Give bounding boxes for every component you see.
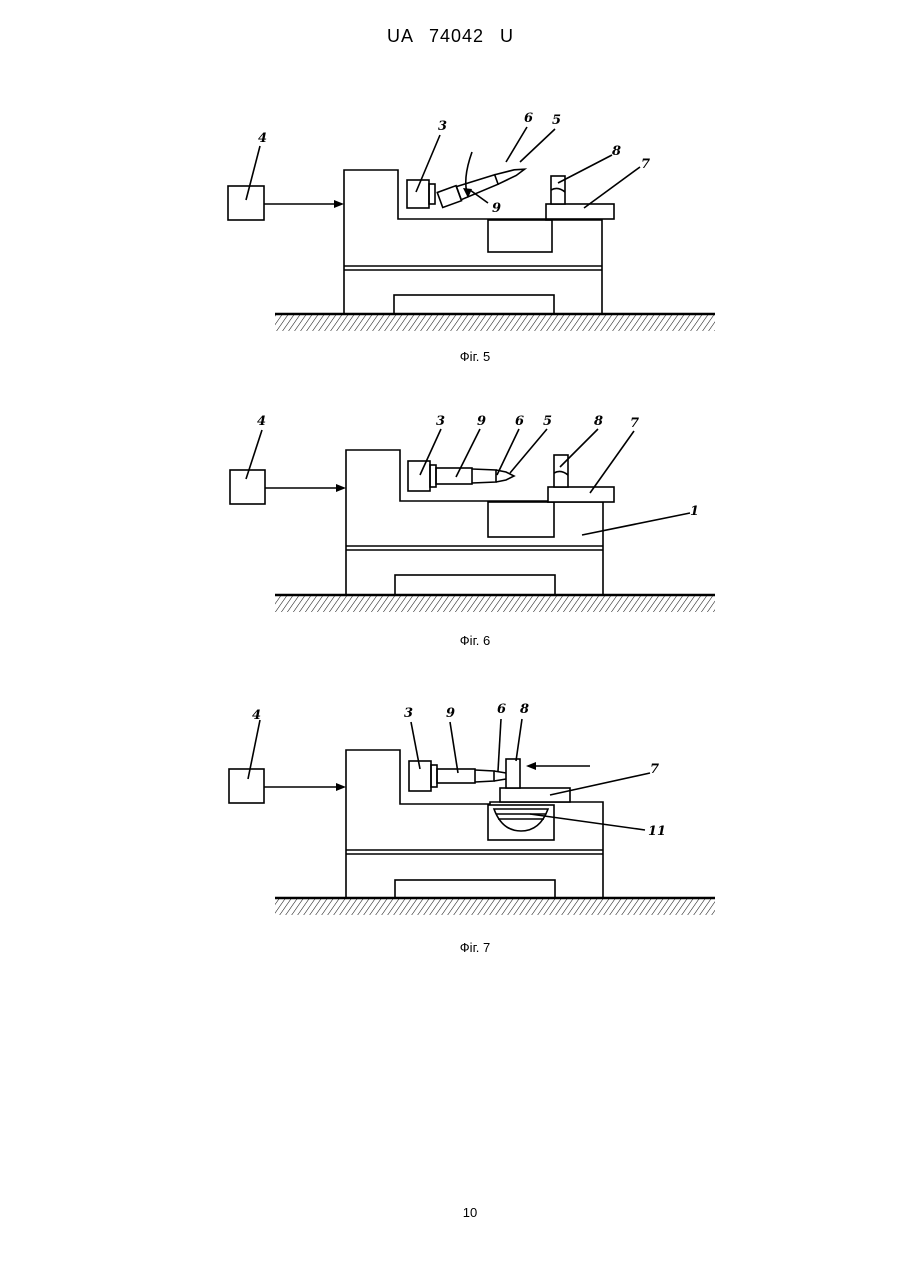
label-4: 4	[252, 708, 261, 723]
figure-5: 4 3 6 5 8 7 9	[0, 100, 901, 340]
figure-7-caption: Фіг. 7	[0, 940, 901, 955]
label-7: 7	[630, 416, 639, 431]
table-7	[548, 487, 614, 502]
control-unit-4	[228, 186, 264, 220]
label-3: 3	[438, 119, 447, 134]
bath-11	[494, 809, 548, 831]
prism-8	[506, 759, 520, 788]
table-7	[500, 788, 570, 802]
table-7	[546, 204, 614, 219]
label-7: 7	[641, 157, 650, 172]
label-9: 9	[446, 706, 455, 721]
label-8: 8	[594, 414, 603, 429]
workpiece-9	[436, 468, 514, 484]
ground-hatching	[275, 315, 715, 331]
control-unit-4	[229, 769, 264, 803]
label-6: 6	[524, 111, 533, 126]
figure-7: 4 3 9 6 8 7 11	[0, 697, 901, 927]
workpiece-9	[437, 769, 514, 783]
chuck-3	[407, 180, 429, 208]
document-header: UA 74042 U	[0, 26, 901, 47]
figure-6: 4 3 9 6 5 8 7 1	[0, 405, 901, 625]
label-9: 9	[492, 201, 501, 216]
label-4: 4	[258, 131, 267, 146]
figure-5-drawing: 4 3 6 5 8 7 9	[0, 100, 901, 340]
chuck-3	[408, 461, 430, 491]
page-number: 10	[0, 1205, 901, 1220]
label-6: 6	[497, 702, 506, 717]
label-1: 1	[690, 504, 699, 519]
figure-5-caption: Фіг. 5	[0, 349, 901, 364]
workpiece-9	[437, 162, 527, 208]
label-8: 8	[520, 702, 529, 717]
label-3: 3	[404, 706, 413, 721]
label-4: 4	[257, 414, 266, 429]
label-11: 11	[648, 824, 666, 839]
figure-6-caption: Фіг. 6	[0, 633, 901, 648]
ground-hatching	[275, 899, 715, 915]
ground-hatching	[275, 596, 715, 612]
figure-6-drawing: 4 3 9 6 5 8 7 1	[0, 405, 901, 625]
label-5: 5	[543, 414, 552, 429]
label-6: 6	[515, 414, 524, 429]
label-9: 9	[477, 414, 486, 429]
label-5: 5	[552, 113, 561, 128]
label-7: 7	[650, 762, 659, 777]
figure-7-drawing: 4 3 9 6 8 7 11	[0, 697, 901, 927]
label-3: 3	[436, 414, 445, 429]
label-8: 8	[612, 144, 621, 159]
